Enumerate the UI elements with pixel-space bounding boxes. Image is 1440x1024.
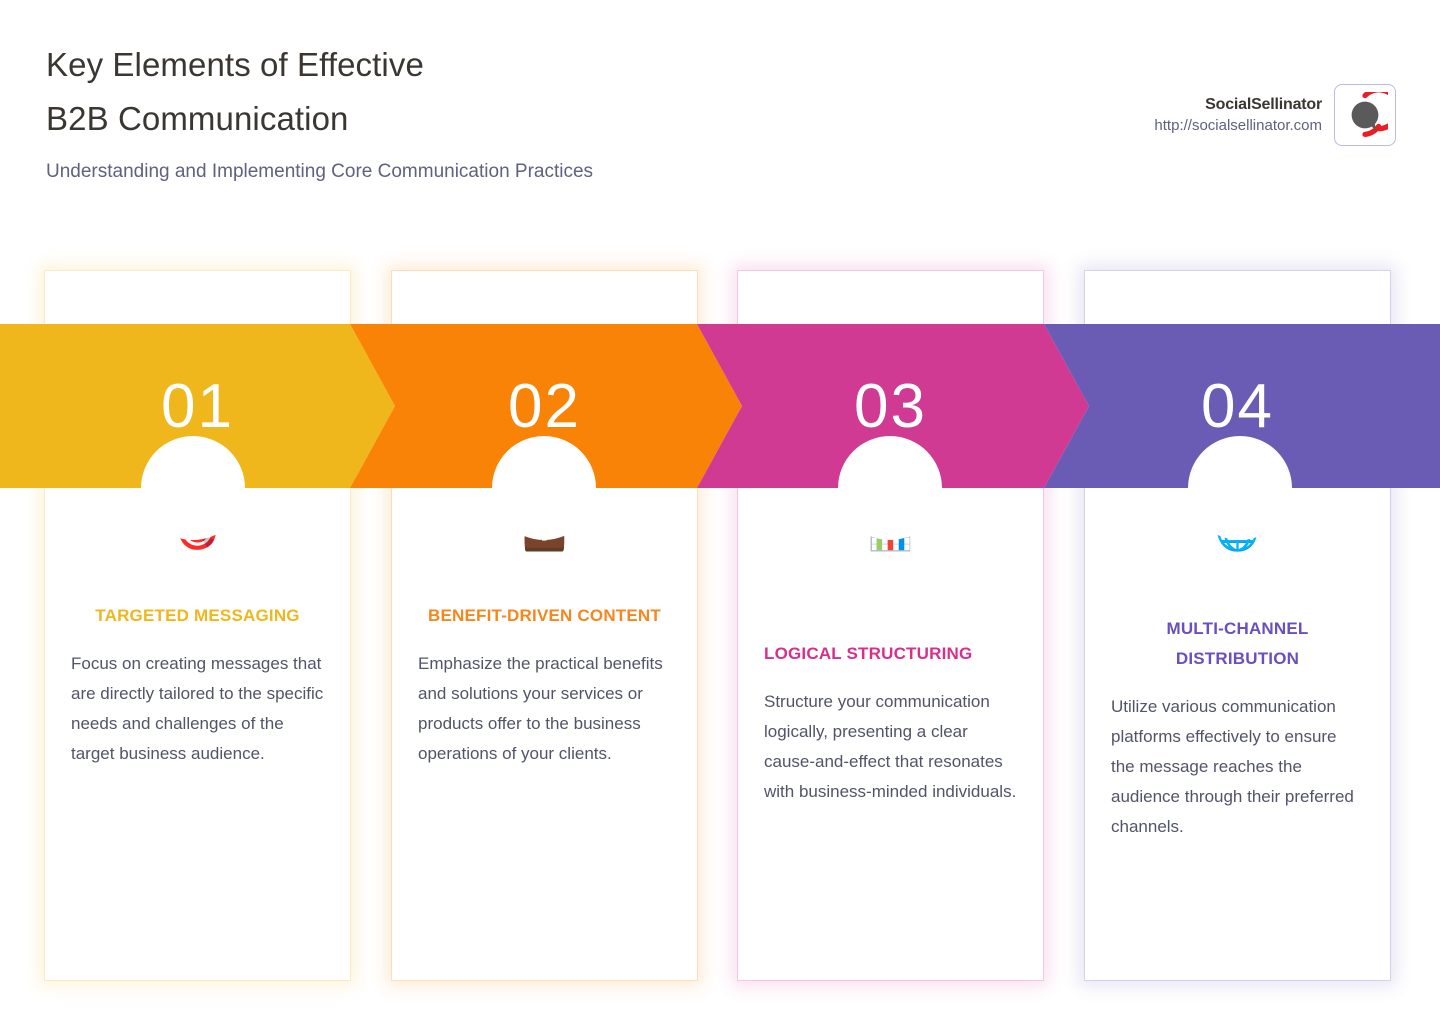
card-content: BENEFIT-DRIVEN CONTENT Emphasize the pra…	[392, 601, 697, 769]
card-description: Structure your communication logically, …	[764, 692, 1017, 801]
step-number-1: 01	[161, 371, 234, 441]
card-description: Utilize various communication platforms …	[1111, 697, 1354, 836]
brand-name: SocialSellinator	[1205, 96, 1322, 113]
card-title: TARGETED MESSAGING	[95, 606, 300, 625]
card-title: MULTI-CHANNEL DISTRIBUTION	[1166, 619, 1309, 668]
title-line-1: Key Elements of Effective	[46, 46, 424, 83]
card-description: Emphasize the practical benefits and sol…	[418, 654, 663, 763]
brand-block: SocialSellinator http://socialsellinator…	[1154, 84, 1396, 146]
card-title: BENEFIT-DRIVEN CONTENT	[428, 606, 661, 625]
page-title: Key Elements of Effective B2B Communicat…	[46, 38, 746, 187]
brand-text: SocialSellinator http://socialsellinator…	[1154, 94, 1322, 136]
card-description: Focus on creating messages that are dire…	[71, 654, 324, 763]
step-number-4: 04	[1201, 371, 1274, 441]
card-content: TARGETED MESSAGING Focus on creating mes…	[45, 601, 350, 769]
brand-url[interactable]: http://socialsellinator.com	[1154, 117, 1322, 134]
page-subtitle: Understanding and Implementing Core Comm…	[46, 161, 594, 182]
card-content: MULTI-CHANNEL DISTRIBUTION Utilize vario…	[1085, 614, 1390, 842]
card-title: LOGICAL STRUCTURING	[764, 644, 973, 663]
step-number-2: 02	[508, 371, 581, 441]
speech-bubble-ring-logo-icon	[1334, 84, 1396, 146]
step-number-3: 03	[854, 371, 927, 441]
title-line-2: B2B Communication	[46, 100, 349, 137]
card-content: LOGICAL STRUCTURING Structure your commu…	[738, 639, 1043, 807]
